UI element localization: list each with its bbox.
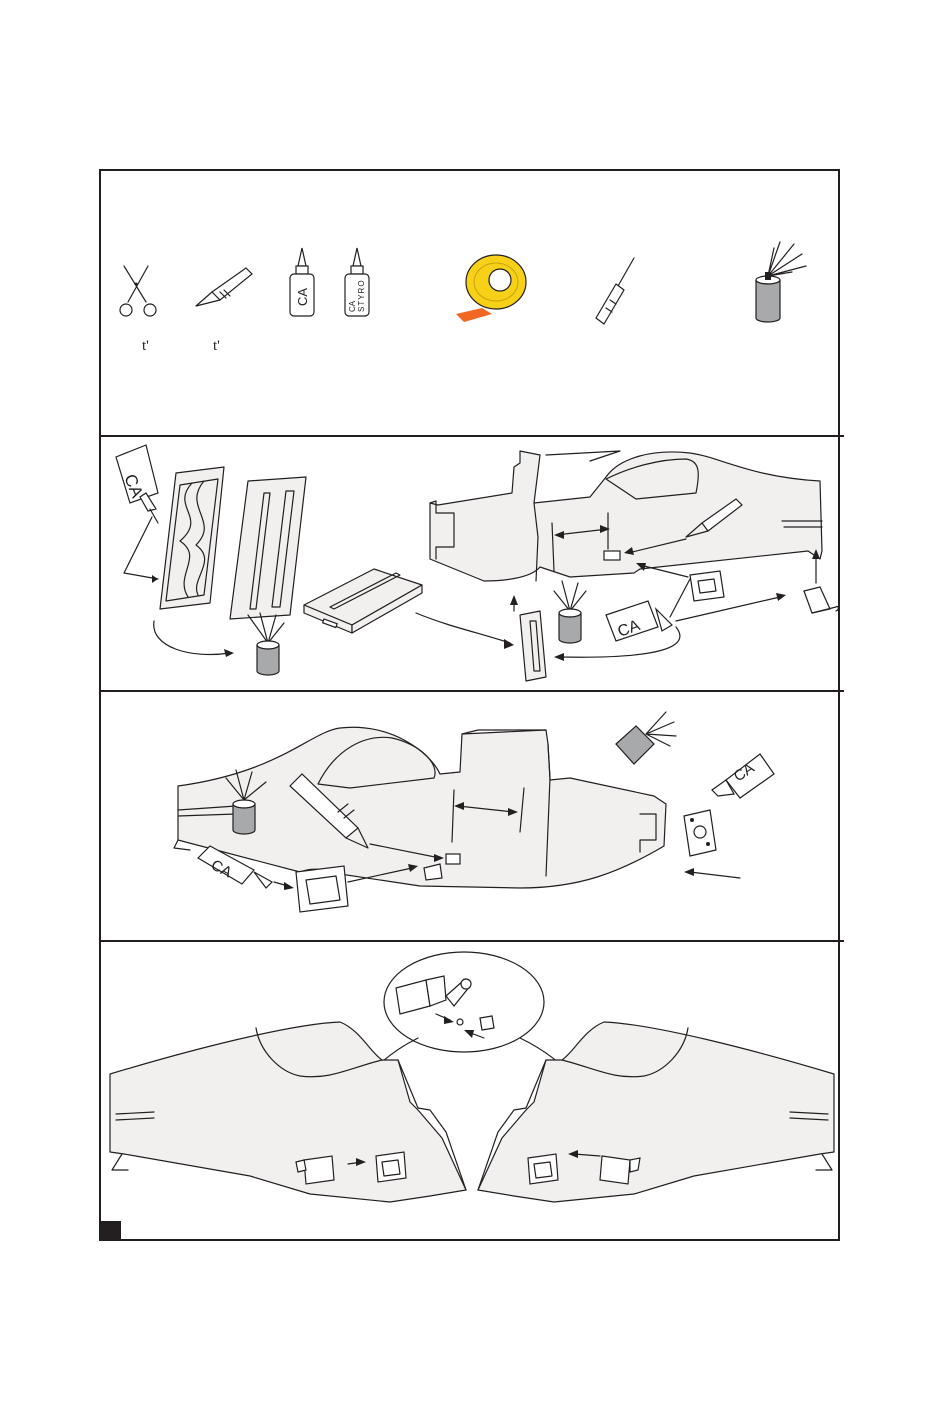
hobby-knife-icon xyxy=(190,262,260,312)
ca-styro-glue-bottle-icon: CA STYRO xyxy=(341,246,375,320)
scissors-icon xyxy=(114,262,170,322)
fuselage-left-side xyxy=(430,451,822,581)
activator-spray-icon xyxy=(616,712,676,764)
step-2-illustration: CA xyxy=(100,437,844,689)
control-horn-mount-piece xyxy=(684,810,716,856)
wing-left-half xyxy=(110,1022,466,1202)
hatch-piece xyxy=(304,569,422,633)
ca-styro-label-line1: CA xyxy=(348,300,357,312)
ca-styro-label-line2: STYRO xyxy=(357,279,366,312)
activator-spray-icon xyxy=(248,613,284,675)
servo-tray-piece xyxy=(690,571,724,601)
ca-glue-bottle-icon: CA xyxy=(606,601,672,641)
tail-piece xyxy=(160,467,224,609)
servo-tray-right xyxy=(528,1154,558,1184)
tail-skid-piece xyxy=(804,587,838,613)
scissors-mark: t' xyxy=(142,338,149,355)
ca-glue-bottle-icon: CA xyxy=(712,754,774,798)
ca-glue-bottle-icon: CA xyxy=(286,246,320,320)
screwdriver-icon xyxy=(594,256,638,328)
step-4-illustration xyxy=(100,942,844,1220)
activator-spray-icon xyxy=(554,581,586,643)
servo-detail-callout xyxy=(384,952,544,1052)
servo-tray-piece xyxy=(296,866,348,912)
fin-piece xyxy=(520,611,546,681)
fin-piece xyxy=(230,477,306,619)
tape-roll-icon xyxy=(452,252,532,324)
step-3-illustration: CA CA xyxy=(100,692,844,938)
activator-spray-icon xyxy=(744,238,814,326)
ca-glue-bottle-icon: CA xyxy=(116,445,158,523)
servo-tray-left xyxy=(376,1152,406,1182)
page-corner-marker xyxy=(100,1221,121,1240)
hobby-knife-mark: t' xyxy=(213,338,220,355)
ca-bottle-label: CA xyxy=(295,288,310,306)
